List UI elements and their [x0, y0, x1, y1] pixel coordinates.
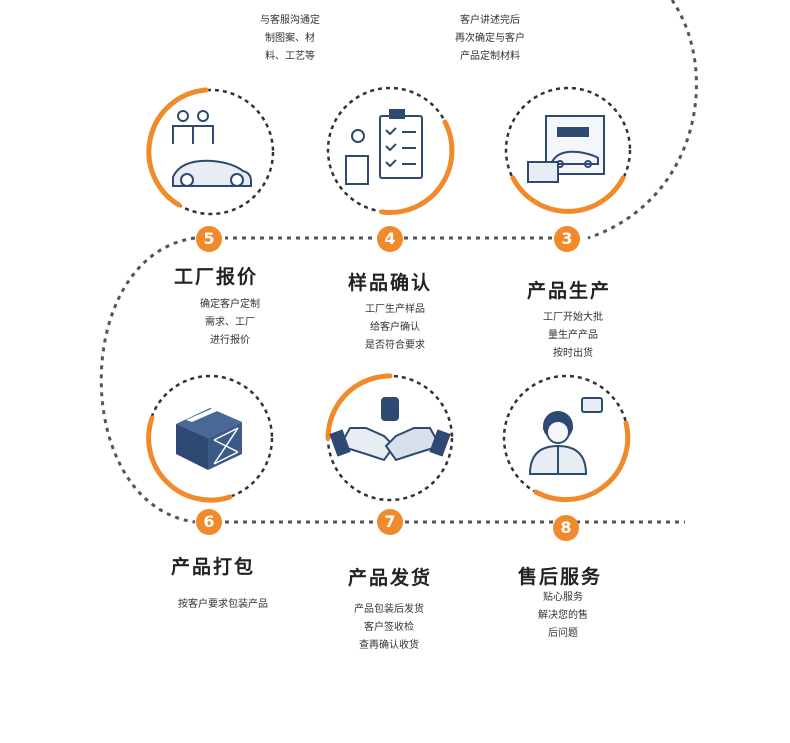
- step-4-title: 样品确认: [348, 268, 432, 295]
- top-note-1: 与客服沟通定 制图案、材 料、工艺等: [225, 12, 355, 66]
- step-7-number: 7: [377, 509, 403, 535]
- step-8-desc-line-2: 解决您的售: [498, 607, 628, 625]
- step-3-desc-line-2: 量生产产品: [508, 327, 638, 345]
- step-6-icon-circle: [148, 376, 272, 500]
- step-4-desc-line-2: 给客户确认: [330, 319, 460, 337]
- step-4-desc-line-3: 是否符合要求: [330, 337, 460, 355]
- package-box-icon: [176, 406, 242, 470]
- step-4-number: 4: [377, 226, 403, 252]
- step-8-icon-circle: [504, 376, 628, 500]
- step-5-desc-line-1: 确定客户定制: [165, 296, 295, 314]
- top-note-2-line-2: 再次确定与客户: [425, 30, 555, 48]
- step-7-desc-line-3: 查再确认收货: [324, 637, 454, 655]
- customer-service-icon: [530, 398, 602, 474]
- top-note-2-line-3: 产品定制材料: [425, 48, 555, 66]
- step-7-icon-circle: [328, 376, 452, 500]
- step-8-desc-line-1: 贴心服务: [498, 589, 628, 607]
- top-note-1-line-1: 与客服沟通定: [225, 12, 355, 30]
- top-note-1-line-2: 制图案、材: [225, 30, 355, 48]
- step-3-icon-circle: [506, 88, 630, 212]
- step-5-title: 工厂报价: [174, 262, 258, 289]
- step-8-number: 8: [553, 515, 579, 541]
- people-car-icon: [173, 111, 251, 186]
- step-3-desc-line-1: 工厂开始大批: [508, 309, 638, 327]
- step-5-desc-line-2: 需求、工厂: [165, 314, 295, 332]
- step-5-number: 5: [196, 226, 222, 252]
- step-4-desc-line-1: 工厂生产样品: [330, 301, 460, 319]
- step-6-number: 6: [196, 509, 222, 535]
- step-5-icon-circle: [149, 90, 273, 214]
- handshake-icon: [331, 398, 450, 460]
- top-note-2: 客户讲述完后 再次确定与客户 产品定制材料: [425, 12, 555, 66]
- step-3-number: 3: [554, 226, 580, 252]
- car-document-icon: [528, 116, 604, 182]
- step-8-desc: 贴心服务 解决您的售 后问题: [498, 589, 628, 643]
- top-note-1-line-3: 料、工艺等: [225, 48, 355, 66]
- step-5-desc-line-3: 进行报价: [165, 332, 295, 350]
- step-3-title: 产品生产: [527, 276, 611, 303]
- step-8-desc-line-3: 后问题: [498, 625, 628, 643]
- step-7-desc-line-1: 产品包装后发货: [324, 601, 454, 619]
- step-3-desc-line-3: 按时出货: [508, 345, 638, 363]
- top-note-2-line-1: 客户讲述完后: [425, 12, 555, 30]
- step-4-icon-circle: [328, 88, 452, 213]
- step-6-desc: 按客户要求包装产品: [158, 596, 288, 614]
- step-6-title: 产品打包: [171, 552, 255, 579]
- step-7-title: 产品发货: [348, 563, 432, 590]
- step-7-desc: 产品包装后发货 客户签收检 查再确认收货: [324, 601, 454, 655]
- presenter-checklist-icon: [346, 110, 422, 184]
- step-4-desc: 工厂生产样品 给客户确认 是否符合要求: [330, 301, 460, 355]
- step-3-desc: 工厂开始大批 量生产产品 按时出货: [508, 309, 638, 363]
- step-5-desc: 确定客户定制 需求、工厂 进行报价: [165, 296, 295, 350]
- step-7-desc-line-2: 客户签收检: [324, 619, 454, 637]
- step-6-desc-line-1: 按客户要求包装产品: [158, 596, 288, 614]
- step-8-title: 售后服务: [518, 562, 602, 589]
